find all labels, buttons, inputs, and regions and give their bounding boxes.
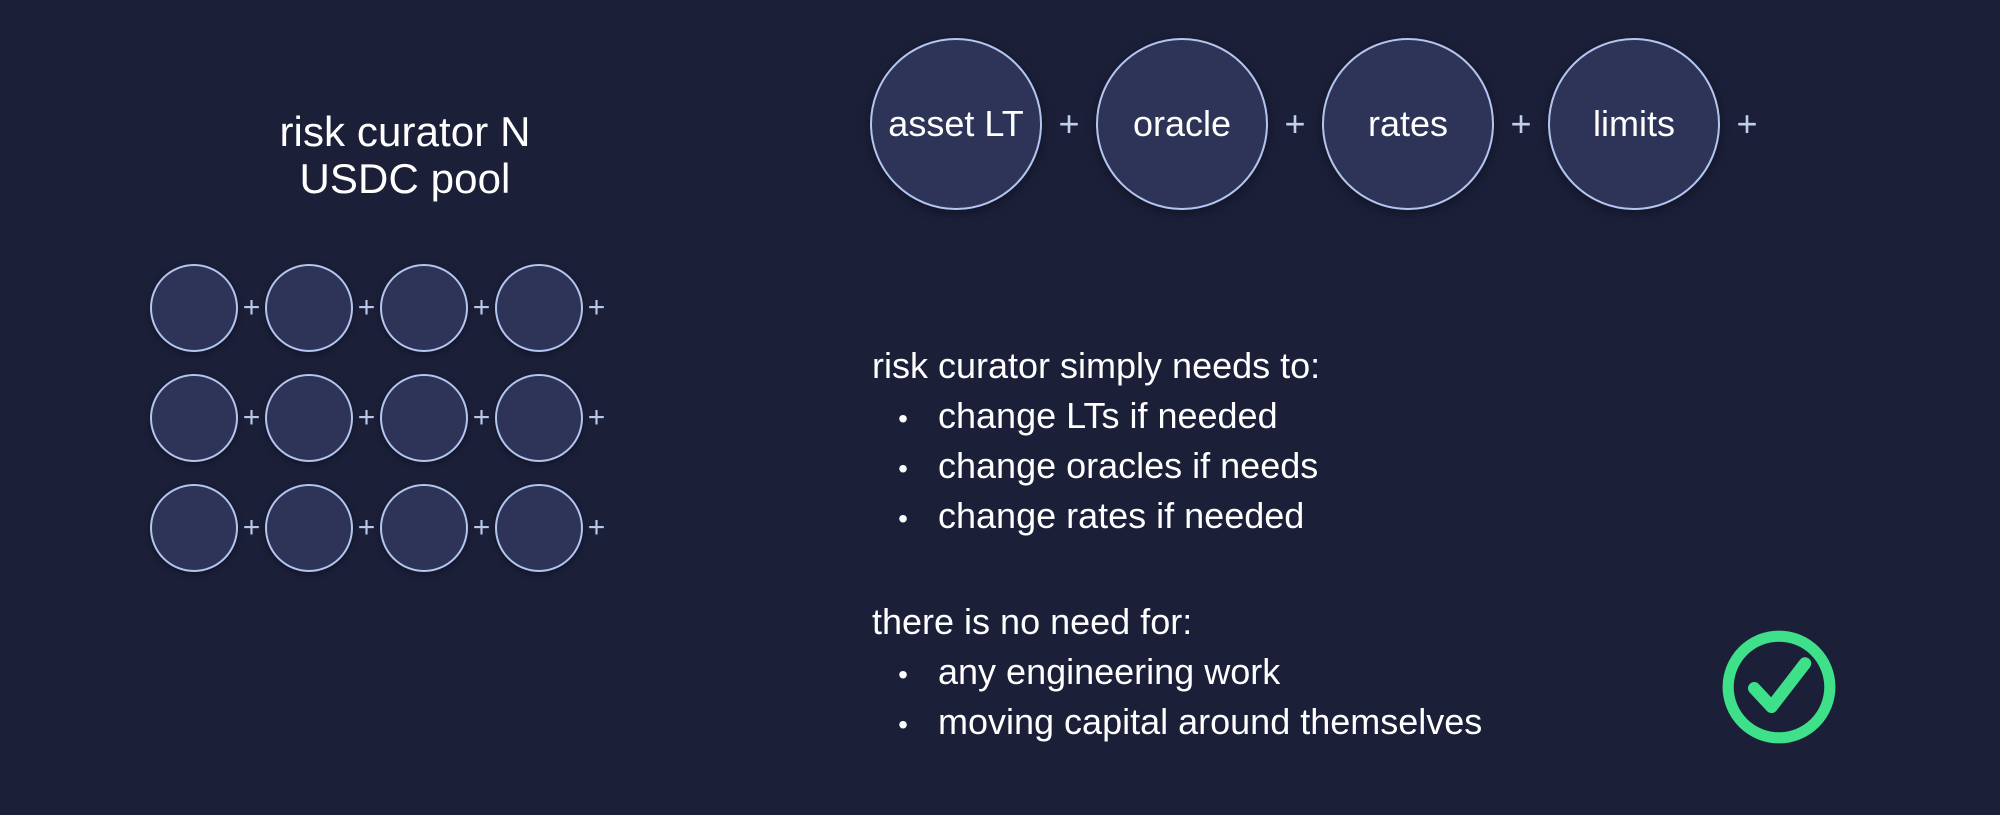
- pool-circle: [380, 374, 468, 462]
- plus-separator-icon: +: [357, 511, 376, 544]
- component-circle-asset-lt: asset LT: [870, 38, 1042, 210]
- component-label: oracle: [1132, 103, 1232, 144]
- pool-row: + + + +: [150, 484, 610, 572]
- no-need-bullet-item: • moving capital around themselves: [872, 704, 1482, 740]
- component-circle-row: asset LT + oracle + rates + limits +: [870, 38, 1774, 210]
- needs-block: risk curator simply needs to: • change LT…: [872, 348, 1320, 534]
- needs-bullet-list: • change LTs if needed • change oracles if …: [872, 398, 1320, 534]
- no-need-bullet-list: • any engineering work • moving capital aro…: [872, 654, 1482, 740]
- plus-separator-icon: +: [587, 291, 606, 324]
- component-label: rates: [1367, 103, 1449, 144]
- plus-separator-icon: +: [357, 401, 376, 434]
- pool-circle: [265, 484, 353, 572]
- component-label: asset LT: [888, 103, 1024, 144]
- plus-separator-icon: +: [242, 401, 261, 434]
- bullet-dot-icon: •: [898, 659, 908, 690]
- bullet-dot-icon: •: [898, 709, 908, 740]
- plus-separator-icon: +: [1058, 103, 1080, 144]
- plus-separator-icon: +: [357, 291, 376, 324]
- pool-circle: [495, 264, 583, 352]
- check-circle-icon: [1717, 625, 1841, 749]
- pool-circle: [380, 484, 468, 572]
- component-circle-limits: limits: [1548, 38, 1720, 210]
- pool-row: + + + +: [150, 264, 610, 352]
- pool-circle: [150, 374, 238, 462]
- plus-separator-icon: +: [587, 511, 606, 544]
- pool-circle-grid: + + + + + + + + + + + +: [150, 264, 610, 572]
- plus-separator-icon: +: [587, 401, 606, 434]
- plus-separator-icon: +: [1510, 103, 1532, 144]
- plus-separator-icon: +: [472, 291, 491, 324]
- plus-separator-icon: +: [1284, 103, 1306, 144]
- pool-circle: [380, 264, 468, 352]
- pool-circle: [495, 484, 583, 572]
- plus-separator-icon: +: [472, 401, 491, 434]
- no-need-bullet-text: moving capital around themselves: [938, 701, 1483, 742]
- pool-row: + + + +: [150, 374, 610, 462]
- pool-panel: risk curator N USDC pool + + + + + + + + + + + +: [0, 0, 760, 815]
- pool-circle: [265, 264, 353, 352]
- component-circle-oracle: oracle: [1096, 38, 1268, 210]
- bullet-dot-icon: •: [898, 403, 908, 434]
- needs-bullet-item: • change oracles if needs: [872, 448, 1320, 484]
- plus-separator-icon: +: [1736, 103, 1758, 144]
- pool-circle: [495, 374, 583, 462]
- component-circle-rates: rates: [1322, 38, 1494, 210]
- no-need-bullet-item: • any engineering work: [872, 654, 1482, 690]
- plus-separator-icon: +: [472, 511, 491, 544]
- needs-bullet-text: change rates if needed: [938, 495, 1305, 536]
- page-title: risk curator N USDC pool: [279, 108, 531, 203]
- needs-bullet-item: • change LTs if needed: [872, 398, 1320, 434]
- no-need-bullet-text: any engineering work: [938, 651, 1281, 692]
- bullet-dot-icon: •: [898, 453, 908, 484]
- plus-separator-icon: +: [242, 291, 261, 324]
- no-need-block: there is no need for: • any engineering w…: [872, 604, 1482, 740]
- bullet-dot-icon: •: [898, 503, 908, 534]
- pool-circle: [150, 264, 238, 352]
- needs-bullet-text: change oracles if needs: [938, 445, 1319, 486]
- component-label: limits: [1593, 103, 1675, 144]
- no-need-heading: there is no need for:: [872, 601, 1193, 642]
- plus-separator-icon: +: [242, 511, 261, 544]
- needs-bullet-text: change LTs if needed: [938, 395, 1278, 436]
- pool-circle: [150, 484, 238, 572]
- needs-heading: risk curator simply needs to:: [872, 345, 1321, 386]
- needs-bullet-item: • change rates if needed: [872, 498, 1320, 534]
- pool-circle: [265, 374, 353, 462]
